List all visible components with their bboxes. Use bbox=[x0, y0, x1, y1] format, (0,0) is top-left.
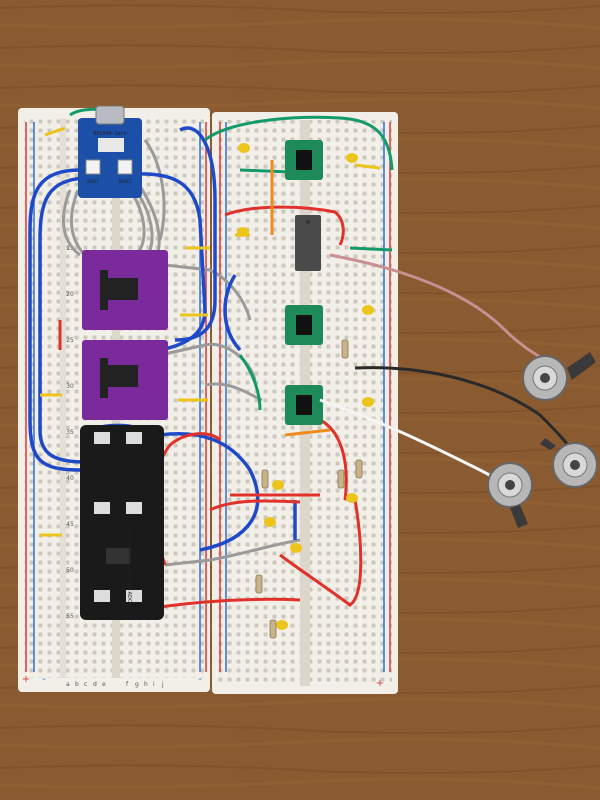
rp2040-zero-board: RP2040-Zero BOOT RESET bbox=[78, 105, 142, 198]
opamp-breakout-3 bbox=[285, 385, 323, 425]
driver-board-upper bbox=[82, 250, 168, 330]
row-number: 35 bbox=[66, 429, 74, 436]
mcu-label-plate bbox=[98, 138, 124, 152]
usb-c-connector bbox=[95, 105, 125, 125]
rail-symbol: + bbox=[22, 674, 30, 685]
orange-wires bbox=[270, 160, 331, 437]
yellow-wires bbox=[40, 126, 381, 537]
reset-button bbox=[117, 159, 133, 175]
boot-button bbox=[85, 159, 101, 175]
rail-symbol: - bbox=[198, 674, 202, 685]
column-letter: d bbox=[93, 681, 97, 688]
adc-board: ADS7830 I2C 8x16 8-bit ADC bbox=[80, 425, 164, 620]
audio-jack-1 bbox=[522, 352, 596, 401]
mcu-name-text: RP2040-Zero bbox=[93, 131, 126, 137]
row-number: 30 bbox=[66, 383, 74, 390]
row-number: 40 bbox=[66, 475, 74, 482]
opamp-breakout-2 bbox=[285, 305, 323, 345]
row-number: 45 bbox=[66, 521, 74, 528]
column-letter: c bbox=[84, 681, 87, 688]
row-number: 50 bbox=[66, 567, 74, 574]
driver-board-lower bbox=[82, 340, 168, 420]
row-numbers: 15 20 25 30 35 40 45 50 55 bbox=[66, 245, 74, 620]
row-number: 55 bbox=[66, 613, 74, 620]
column-letter: f bbox=[126, 681, 129, 688]
audio-jack-3 bbox=[487, 462, 533, 528]
blue-wires bbox=[28, 126, 297, 552]
column-letter: a bbox=[66, 681, 70, 688]
boot-label: BOOT bbox=[87, 179, 99, 184]
column-letter: h bbox=[144, 681, 148, 688]
opamp-breakout-1 bbox=[285, 140, 323, 180]
row-number: 20 bbox=[66, 291, 74, 298]
reset-label: RESET bbox=[119, 179, 132, 184]
row-number: 15 bbox=[66, 245, 74, 252]
adc-board-label: ADS7830 I2C 8x16 8-bit ADC bbox=[126, 530, 132, 603]
column-letter: g bbox=[135, 681, 139, 688]
dip-chip bbox=[295, 215, 321, 271]
column-letter: i bbox=[153, 681, 155, 688]
column-letter: b bbox=[75, 681, 79, 688]
column-letter: e bbox=[102, 681, 106, 688]
column-letter: j bbox=[161, 681, 164, 688]
rail-symbol: - bbox=[42, 674, 46, 685]
row-number: 25 bbox=[66, 337, 74, 344]
audio-jack-2 bbox=[540, 438, 598, 488]
resistors bbox=[255, 339, 363, 639]
rail-symbol: + bbox=[376, 678, 384, 689]
ceramic-capacitors bbox=[237, 143, 374, 630]
